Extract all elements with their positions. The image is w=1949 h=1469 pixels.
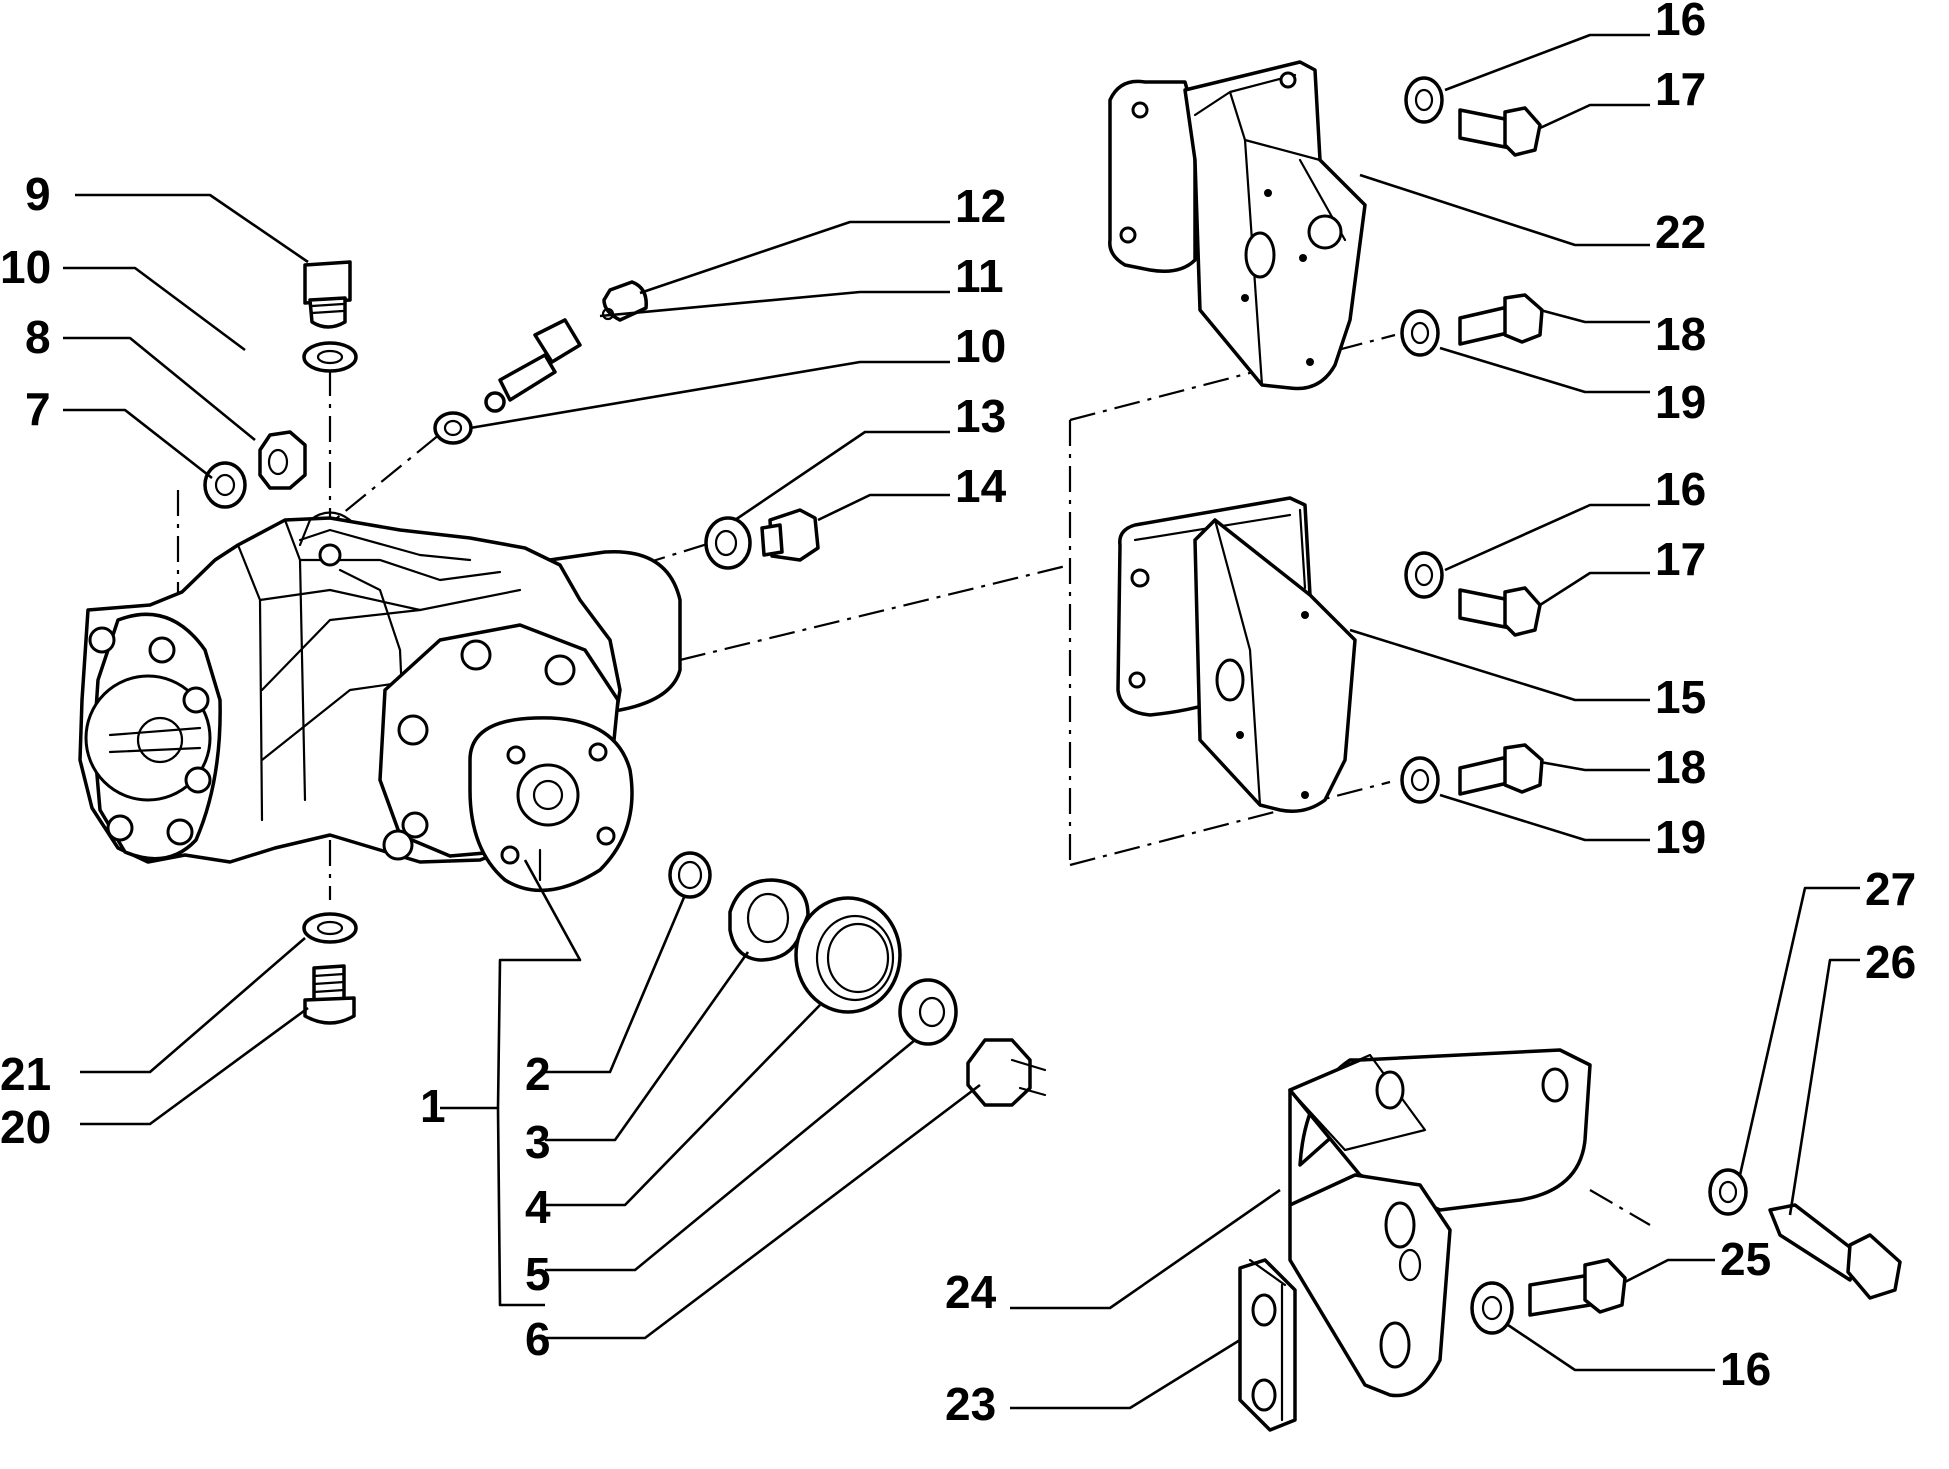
bolt-18-middle xyxy=(1458,743,1544,796)
transfer-box-housing xyxy=(78,511,682,893)
washer-16-bottom xyxy=(1470,1281,1514,1335)
callout-27: 27 xyxy=(1865,863,1916,915)
callout-3: 3 xyxy=(525,1116,551,1168)
callout-9: 9 xyxy=(25,168,51,220)
washer-16-middle xyxy=(1404,551,1444,599)
oil-seal-4 xyxy=(794,896,902,1014)
callout-22: 22 xyxy=(1655,206,1706,258)
washer-7 xyxy=(203,461,247,509)
callout-23: 23 xyxy=(945,1378,996,1430)
callout-8: 8 xyxy=(25,311,51,363)
callout-10-lower: 10 xyxy=(955,320,1006,372)
callout-13: 13 xyxy=(955,390,1006,442)
rubber-pad-23 xyxy=(1238,1258,1297,1432)
washer-16-top xyxy=(1404,76,1444,124)
callout-6: 6 xyxy=(525,1313,551,1365)
callout-11: 11 xyxy=(955,250,1004,302)
filler-plug-9 xyxy=(303,260,352,329)
sealing-washer-10-lower xyxy=(433,411,473,445)
callout-4: 4 xyxy=(525,1181,551,1233)
washer-19-top xyxy=(1400,309,1440,357)
callout-19-top: 19 xyxy=(1655,376,1706,428)
callout-21: 21 xyxy=(0,1048,51,1100)
washer-5 xyxy=(898,978,958,1046)
callout-18-middle: 18 xyxy=(1655,741,1706,793)
callout-18-top: 18 xyxy=(1655,308,1706,360)
callout-10-upper: 10 xyxy=(0,241,51,293)
washer-27 xyxy=(1708,1168,1748,1216)
callout-25: 25 xyxy=(1720,1233,1771,1285)
sealing-washer-13 xyxy=(704,516,752,570)
callout-14: 14 xyxy=(955,460,1007,512)
callout-17-middle: 17 xyxy=(1655,533,1706,585)
callout-labels: 9 10 8 7 12 11 10 13 14 21 20 1 2 3 4 5 … xyxy=(0,0,1916,1430)
sealing-washer-21 xyxy=(302,912,358,944)
callout-1: 1 xyxy=(420,1080,446,1132)
leader-lines xyxy=(63,33,1860,1410)
bolt-17-top xyxy=(1458,106,1542,157)
mounting-bracket-24 xyxy=(1288,1048,1592,1398)
callout-16-bottom: 16 xyxy=(1720,1343,1771,1395)
bolt-18-top xyxy=(1458,293,1544,346)
callout-26: 26 xyxy=(1865,936,1916,988)
callout-15: 15 xyxy=(1655,671,1706,723)
callout-17-top: 17 xyxy=(1655,63,1706,115)
callout-16-middle: 16 xyxy=(1655,463,1706,515)
plug-14 xyxy=(760,508,820,562)
washer-19-middle xyxy=(1400,756,1440,804)
breather-valve-11 xyxy=(484,318,582,413)
mounting-bracket-15 xyxy=(1116,496,1357,813)
bolt-17-middle xyxy=(1458,586,1542,637)
sealing-washer-10-upper xyxy=(302,341,358,373)
drain-plug-20 xyxy=(303,964,356,1025)
bolt-25 xyxy=(1528,1258,1627,1317)
callout-5: 5 xyxy=(525,1248,551,1300)
mounting-bracket-22 xyxy=(1108,60,1367,391)
callout-24: 24 xyxy=(945,1266,997,1318)
nut-6 xyxy=(966,1038,1047,1107)
callout-2: 2 xyxy=(525,1048,551,1100)
callout-16-top: 16 xyxy=(1655,0,1706,45)
bolt-26 xyxy=(1768,1203,1902,1300)
callout-7: 7 xyxy=(25,383,51,435)
callout-19-middle: 19 xyxy=(1655,811,1706,863)
nut-8 xyxy=(258,430,307,490)
o-ring-2 xyxy=(668,851,712,899)
callout-20: 20 xyxy=(0,1101,51,1153)
callout-12: 12 xyxy=(955,180,1006,232)
